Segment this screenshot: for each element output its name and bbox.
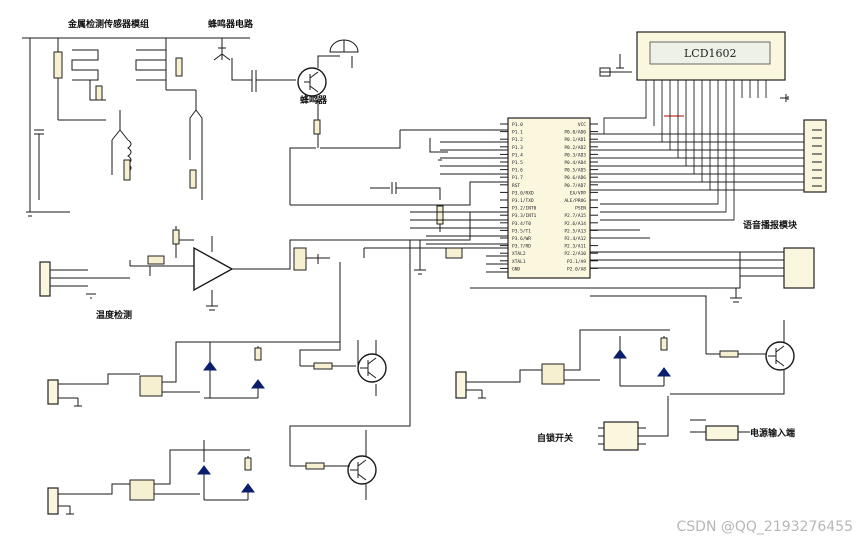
mcu-pin-right: P0.0/AD0 [564, 130, 586, 136]
mcu-pin-right: ALE/PROG [564, 198, 586, 204]
mcu-pin-right: P2.5/A13 [564, 228, 586, 234]
voice-module [590, 247, 815, 303]
mcu-pin-left: P1.6 [512, 168, 523, 174]
mcu-pin-right: P2.6/A14 [564, 221, 586, 227]
mcu-left-wiring [289, 129, 741, 289]
watermark: CSDN @QQ_2193276455 [676, 519, 853, 535]
mcu-pin-right: PSEN [575, 206, 586, 212]
metal-detect-module [22, 37, 250, 217]
mcu-pin-left: P3.0/RXD [512, 190, 534, 196]
label-temp-detect: 温度检测 [96, 309, 132, 321]
mcu-pin-left: P1.5 [512, 160, 523, 166]
mcu-pin-right: P0.4/AD4 [564, 160, 586, 166]
mcu-pin-right: P0.3/AD3 [564, 152, 586, 158]
mcu-pin-left: GND [512, 266, 520, 272]
mcu-pin-right: P2.1/A9 [567, 259, 586, 265]
mcu-pin-right: P0.2/AD2 [564, 145, 586, 151]
label-buzzer: 蜂鸣器 [300, 94, 328, 106]
lcd1602: LCD1602 [599, 31, 789, 117]
mcu-pin-left: P3.5/T1 [512, 228, 531, 234]
mcu-pin-left: XTAL2 [512, 251, 526, 257]
label-voice-module: 语音播报模块 [743, 219, 798, 231]
opto-circuit-3 [455, 295, 795, 399]
mcu-pin-left: XTAL1 [512, 259, 526, 265]
mcu-pin-left: P3.4/T0 [512, 221, 531, 227]
mcu-pin-right: P0.7/AD7 [564, 183, 586, 189]
mcu-pin-left: P3.7/RD [512, 244, 531, 250]
mcu-pin-right: P0.5/AD5 [564, 168, 586, 174]
label-power-input: 电源输入端 [750, 427, 795, 439]
mcu-pin-left: P3.2/INT0 [512, 206, 537, 212]
opto-circuit-1 [47, 262, 387, 407]
mcu-pin-right: P2.4/A12 [564, 236, 586, 242]
mcu-pin-left: P1.1 [512, 130, 523, 136]
mcu-pin-left: P1.7 [512, 175, 523, 181]
mcu-pin-left: P1.0 [512, 122, 523, 128]
lcd-label: LCD1602 [684, 47, 737, 60]
lcd-data-bus [590, 98, 804, 239]
label-metal-detect: 金属检测传感器模组 [67, 18, 149, 30]
mcu-pin-right: P2.3/A11 [564, 244, 586, 250]
mcu-pin-right: VCC [578, 122, 586, 128]
mcu-pin-right: P0.6/AD6 [564, 175, 586, 181]
mcu-pin-left: P1.4 [512, 152, 523, 158]
mcu-pin-right: EA/VPP [570, 190, 587, 196]
mcu-pin-left: P3.3/INT1 [512, 213, 537, 219]
label-buzzer-circuit: 蜂鸣器电路 [208, 18, 254, 30]
mcu-pin-right: P2.7/A15 [564, 213, 586, 219]
mcu-pin-right: P0.1/AD1 [564, 137, 586, 143]
switch-power [598, 396, 750, 451]
mcu-89c51 [507, 117, 591, 279]
mcu-pin-labels: P1.0P1.1P1.2P1.3P1.4P1.5P1.6P1.7RSTP3.0/… [500, 122, 598, 272]
mcu-pin-left: P3.6/WR [512, 236, 531, 242]
temp-opamp [39, 226, 330, 311]
opto-circuit-2 [47, 240, 411, 515]
mcu-pin-left: P1.3 [512, 145, 523, 151]
mcu-pin-left: P1.2 [512, 137, 523, 143]
mcu-pin-right: P2.0/A8 [567, 266, 586, 272]
label-self-lock-switch: 自锁开关 [537, 432, 573, 444]
mcu-pin-left: P3.1/TXD [512, 198, 534, 204]
lcd-header [803, 119, 827, 193]
mcu-pin-left: RST [512, 183, 520, 189]
buzzer-driver [213, 38, 359, 160]
mcu-pin-right: P2.2/A10 [564, 251, 586, 257]
